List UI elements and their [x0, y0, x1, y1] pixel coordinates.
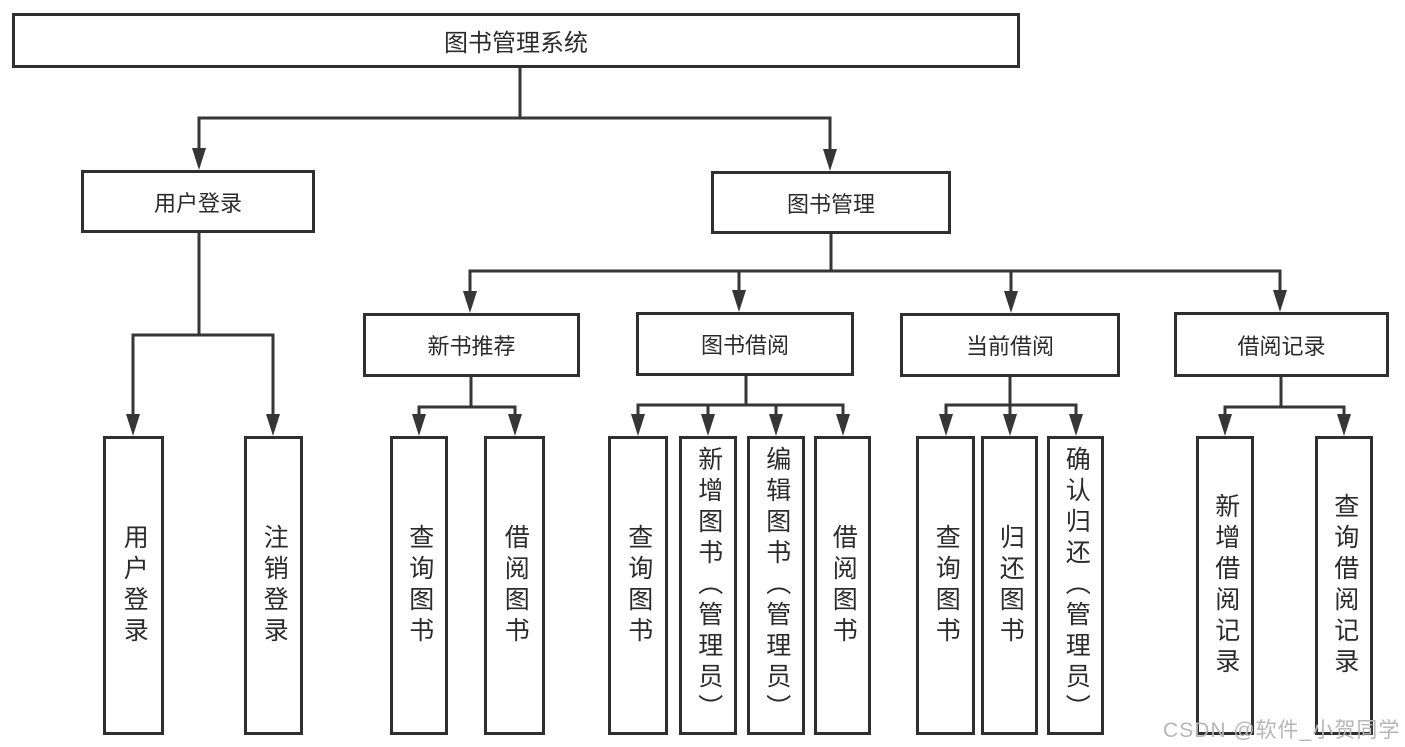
node-label: 注销登录 [260, 523, 289, 648]
node-label: 借阅记录 [1237, 333, 1326, 359]
node-label: 用户登录 [120, 523, 149, 648]
node-label: 归还图书 [996, 523, 1025, 648]
node-label: 查询借阅记录 [1330, 492, 1359, 679]
node-current-borrowing: 当前借阅 [900, 313, 1120, 377]
node-borrowing-records: 借阅记录 [1174, 312, 1389, 377]
node-label: 图书管理 [786, 191, 875, 217]
leaf-edit-books-admin: 编辑图书（管理员） [747, 436, 805, 735]
node-label: 确认归还（管理员） [1062, 446, 1091, 725]
leaf-add-books-admin: 新增图书（管理员） [679, 436, 737, 735]
node-label: 查询图书 [932, 523, 961, 648]
watermark-csdn: CSDN @软件_小贺同学 [1163, 719, 1401, 742]
node-label: 图书借阅 [700, 333, 789, 358]
node-label: 查询图书 [624, 523, 653, 648]
leaf-query-books-borrow: 查询图书 [608, 436, 668, 735]
leaf-borrow-books-recommend: 借阅图书 [484, 436, 545, 735]
node-label: 编辑图书（管理员） [762, 446, 791, 725]
leaf-query-borrow-record: 查询借阅记录 [1315, 436, 1373, 735]
leaf-confirm-return-admin: 确认归还（管理员） [1047, 436, 1104, 735]
node-label: 借阅图书 [829, 523, 858, 648]
leaf-return-books: 归还图书 [981, 436, 1038, 735]
leaf-logout-login: 注销登录 [244, 436, 303, 735]
leaf-borrow-books: 借阅图书 [814, 436, 871, 735]
node-book-borrowing: 图书借阅 [636, 312, 854, 376]
node-label: 借阅图书 [501, 523, 530, 648]
node-label: 新增图书（管理员） [694, 446, 723, 725]
node-label: 图书管理系统 [444, 30, 588, 57]
node-user-login: 用户登录 [81, 170, 315, 233]
node-new-book-recommendation: 新书推荐 [363, 313, 580, 377]
node-root: 图书管理系统 [12, 13, 1020, 68]
arrowheads [126, 148, 1351, 436]
leaf-user-login: 用户登录 [103, 436, 164, 735]
leaf-query-books-recommend: 查询图书 [390, 436, 448, 735]
node-label: 新书推荐 [427, 334, 516, 359]
node-book-management: 图书管理 [711, 171, 951, 234]
node-label: 新增借阅记录 [1211, 492, 1240, 679]
node-label: 查询图书 [405, 523, 434, 648]
node-label: 当前借阅 [965, 334, 1054, 359]
leaf-query-books-current: 查询图书 [916, 436, 975, 735]
node-label: 用户登录 [153, 190, 242, 216]
leaf-add-borrow-record: 新增借阅记录 [1196, 436, 1254, 735]
